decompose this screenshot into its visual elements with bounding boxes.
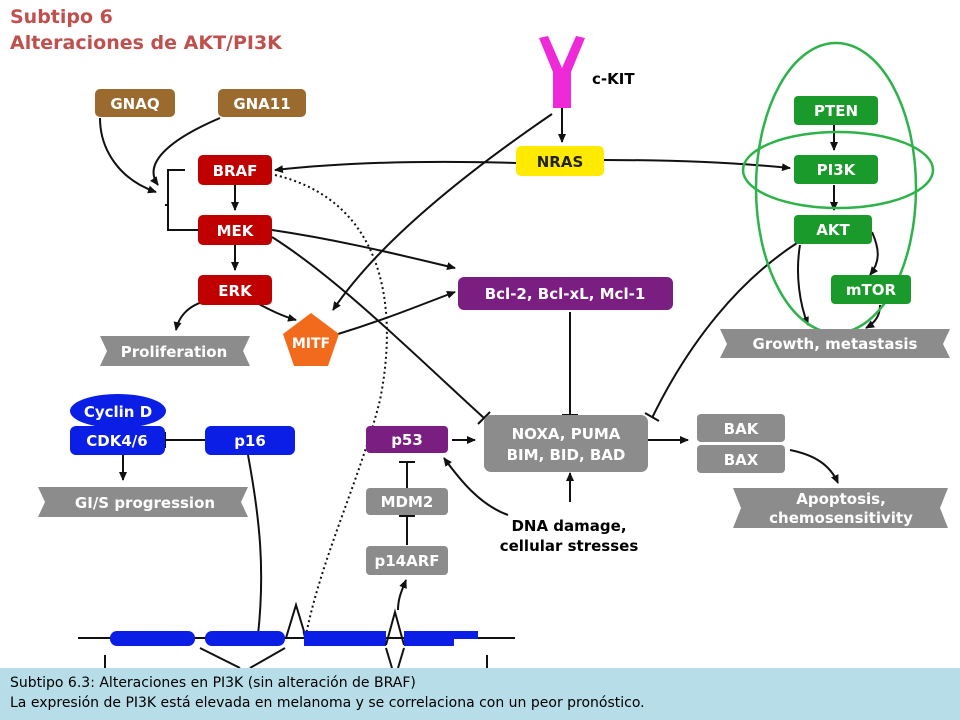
ckit-receptor-icon [539,36,585,108]
splice-2 [385,608,405,646]
arrow-mek-to-bcl [271,229,456,271]
inhibit-bar-akt [644,412,660,422]
inhibit-mek-to-noxa [271,236,485,419]
node-bcl: Bcl-2, Bcl-xL, Mcl-1 [458,277,673,310]
label-dna-damage: DNA damage, cellular stresses [500,517,639,555]
node-pten: PTEN [794,96,878,125]
node-erk: ERK [198,275,272,305]
caption-bar: Subtipo 6.3: Alteraciones en PI3K (sin a… [0,668,960,720]
splice-1 [285,601,307,639]
arrow-mitf-to-bcl [334,291,456,336]
label-dna-line2: cellular stresses [500,537,639,555]
node-cyclind: Cyclin D [70,394,166,428]
line-p16-to-locus [247,454,263,636]
node-pi3k: PI3K [794,155,878,184]
node-p14arf-label: p14ARF [374,552,439,570]
node-nras: NRAS [516,146,604,176]
exon-4-tail [454,631,478,639]
node-braf-label: BRAF [213,162,258,180]
node-mtor: mTOR [831,275,911,304]
node-mtor-label: mTOR [846,281,897,299]
node-cyclind-label: Cyclin D [84,403,152,421]
node-mitf: MITF [283,313,339,366]
node-growth-label: Growth, metastasis [753,335,918,353]
node-cdk46: CDK4/6 [70,426,165,455]
node-bax: BAX [697,445,785,473]
title-line-2: Alteraciones de AKT/PI3K [10,32,282,54]
node-akt: AKT [794,215,872,244]
node-bak-label: BAK [724,420,760,438]
highlight-ellipse-pi3k [741,130,935,210]
exon-2 [205,631,285,646]
node-mdm2-label: MDM2 [381,493,434,511]
node-gna11: GNA11 [218,89,306,117]
node-g1s: GI/S progression [38,487,248,517]
node-mek-label: MEK [217,222,255,240]
node-noxa-line1: NOXA, PUMA [512,425,621,443]
node-cdk46-label: CDK4/6 [86,432,147,450]
node-nras-label: NRAS [537,153,584,171]
exon-1 [110,631,195,646]
node-p16-label: p16 [234,432,266,450]
arrow-bak-to-apoptosis [789,449,839,484]
exon-3 [304,631,386,646]
pathway-diagram: GNAQ GNA11 BRAF MEK ERK MITF Proliferati… [38,36,950,668]
node-ckit-label: c-KIT [592,70,635,88]
node-apoptosis: Apoptosis, chemosensitivity [733,488,948,528]
caption-line-1: Subtipo 6.3: Alteraciones en PI3K (sin a… [10,675,416,691]
node-pten-label: PTEN [814,102,858,120]
node-braf: BRAF [198,155,272,185]
node-apoptosis-line1: Apoptosis, [796,490,886,508]
node-bcl-label: Bcl-2, Bcl-xL, Mcl-1 [485,285,646,303]
node-gna11-label: GNA11 [233,95,290,113]
connectors [99,108,881,641]
slide-title: Subtipo 6 Alteraciones de AKT/PI3K [10,4,282,56]
arrow-nras-to-pi3k [603,159,791,172]
node-mdm2: MDM2 [366,488,448,515]
title-line-1: Subtipo 6 [10,6,113,28]
node-bak: BAK [697,414,785,442]
arrow-akt-to-mtor [869,231,879,276]
node-bax-label: BAX [724,451,759,469]
node-proliferation: Proliferation [100,336,250,366]
node-mitf-label: MITF [292,336,330,352]
gene-locus [78,601,515,668]
node-ckit: c-KIT [539,36,635,108]
node-gnaq: GNAQ [95,89,175,117]
node-noxa-line2: BIM, BID, BAD [507,446,626,464]
arrow-akt-to-growth [797,244,809,326]
node-noxa: NOXA, PUMA BIM, BID, BAD [484,415,648,472]
inhibit-bar-mek [477,411,491,425]
node-mek: MEK [198,215,272,245]
node-akt-label: AKT [816,221,850,239]
node-p53: p53 [366,426,448,453]
exon-4 [404,631,454,646]
node-erk-label: ERK [218,282,253,300]
node-g1s-label: GI/S progression [75,494,215,512]
node-p14arf: p14ARF [366,546,448,575]
bracket-braf-mek [167,169,198,231]
node-p53-label: p53 [391,431,423,449]
caption-line-2: La expresión de PI3K está elevada en mel… [10,695,645,711]
node-gnaq-label: GNAQ [110,95,159,113]
label-dna-line1: DNA damage, [511,517,626,535]
arrow-gnaq-to-bracket [99,117,157,194]
node-p16: p16 [205,426,295,455]
arrow-ckit-to-mitf [332,113,553,311]
node-proliferation-label: Proliferation [121,343,228,361]
node-apoptosis-line2: chemosensitivity [769,509,913,527]
inhibit-akt-to-noxa [651,242,798,419]
arrow-gna11-to-bracket [150,117,221,186]
arrow-dna-to-p53 [443,457,509,516]
node-pi3k-label: PI3K [817,161,857,179]
arrow-nras-to-braf [274,160,517,174]
arrow-locus-to-p14 [397,579,407,611]
node-growth: Growth, metastasis [720,329,950,358]
